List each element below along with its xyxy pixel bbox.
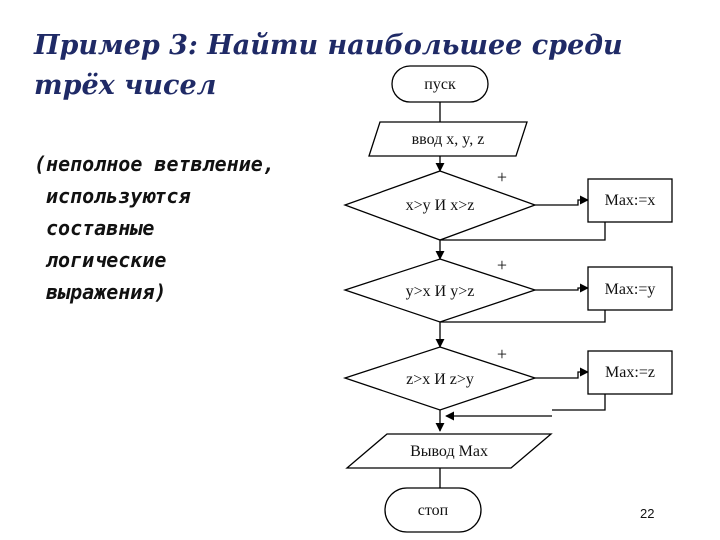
action-2-label: Max:=y <box>605 281 656 298</box>
action-3 <box>587 350 673 395</box>
input-label: ввод x, y, z <box>412 131 485 148</box>
branch-yes-1 <box>535 195 589 206</box>
input-block <box>368 121 528 157</box>
decision-1-yes-mark: + <box>497 167 507 187</box>
action-3-label: Max:=z <box>605 364 655 381</box>
decision-3 <box>342 346 538 411</box>
note-line-4: логические <box>46 248 167 272</box>
slide-title: Пример 3: Найти наибольшее среди трёх чи… <box>34 26 623 106</box>
decision-2 <box>342 258 538 323</box>
return-line-1 <box>440 222 606 241</box>
output-block <box>345 433 553 469</box>
start-terminator <box>391 65 489 103</box>
decision-3-label: z>x И z>y <box>406 371 474 388</box>
return-line-3 <box>552 394 606 411</box>
decision-1-label: x>y И x>z <box>406 197 475 214</box>
description-note: (неполное ветвление, используются состав… <box>34 148 275 308</box>
decision-3-yes-mark: + <box>497 344 507 364</box>
decision-1 <box>343 170 537 241</box>
branch-yes-3 <box>535 367 589 379</box>
return-line-2 <box>440 310 606 323</box>
flow-connectors <box>435 102 606 488</box>
start-label: пуск <box>424 76 456 93</box>
note-line-2: используются <box>46 184 191 208</box>
stop-terminator <box>384 487 482 533</box>
action-1 <box>587 178 673 223</box>
note-line-5: выражения) <box>46 280 167 304</box>
note-line-3: составные <box>46 216 155 240</box>
note-line-1: (неполное ветвление, <box>34 152 275 176</box>
output-label: Вывод Max <box>410 443 488 460</box>
action-2 <box>587 266 673 311</box>
title-line-2: трёх чисел <box>34 70 217 101</box>
stop-label: стоп <box>418 502 449 519</box>
decision-2-yes-mark: + <box>497 255 507 275</box>
page-number: 22 <box>640 506 655 521</box>
decision-2-label: y>x И y>z <box>406 283 475 300</box>
action-1-label: Max:=x <box>605 192 656 209</box>
title-line-1: Пример 3: Найти наибольшее среди <box>34 30 623 61</box>
branch-yes-2 <box>535 283 589 293</box>
